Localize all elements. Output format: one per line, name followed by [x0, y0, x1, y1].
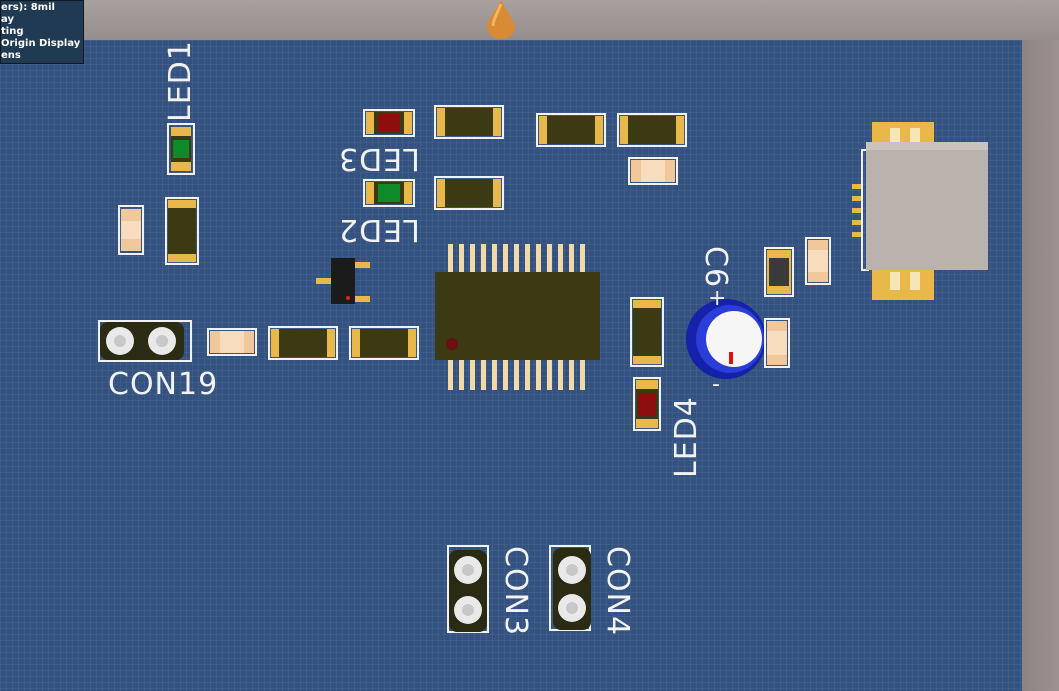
- overlay-line-3: ting: [1, 26, 24, 37]
- c6-plus-marker: +: [708, 286, 728, 311]
- resistor-right-vertical[interactable]: [630, 297, 664, 367]
- con3-designator: CON3: [498, 546, 533, 637]
- led4-component[interactable]: [633, 377, 661, 431]
- origin-marker-icon: [487, 0, 515, 39]
- overlay-line-2: ay: [1, 14, 14, 25]
- resistor-top-2[interactable]: [434, 176, 504, 210]
- overlay-line-4: Origin Display: [1, 38, 81, 49]
- overlay-line-1: ers): 8mil: [1, 2, 55, 13]
- resistor-bottom-2[interactable]: [349, 326, 419, 360]
- background-right: [1022, 40, 1059, 691]
- background-top: [0, 0, 1059, 40]
- led2-designator: LED2: [338, 212, 420, 247]
- view-info-overlay: ers): 8mil ay ting Origin Display ens: [0, 0, 84, 64]
- usb-connector[interactable]: [852, 122, 988, 300]
- con4-header[interactable]: [549, 545, 591, 631]
- capacitor-right-small-2[interactable]: [764, 318, 790, 368]
- main-ic-ssop[interactable]: [435, 244, 600, 390]
- led1-designator: LED1: [163, 40, 198, 122]
- resistor-top-1[interactable]: [434, 105, 504, 139]
- capacitor-near-con19[interactable]: [207, 328, 257, 356]
- capacitor-right-small-1[interactable]: [805, 237, 831, 285]
- capacitor-top-small[interactable]: [628, 157, 678, 185]
- con3-header[interactable]: [447, 545, 489, 633]
- con19-header[interactable]: [98, 320, 192, 362]
- resistor-top-4[interactable]: [617, 113, 687, 147]
- capacitor-left-small[interactable]: [118, 205, 144, 255]
- led4-designator: LED4: [669, 396, 704, 478]
- c6-electrolytic-capacitor[interactable]: [686, 299, 766, 379]
- transistor-sot23[interactable]: [316, 258, 370, 304]
- c6-designator: C6: [698, 246, 733, 289]
- pcb-board[interactable]: [0, 40, 1022, 691]
- overlay-line-5: ens: [1, 50, 21, 61]
- transistor-right-small[interactable]: [764, 247, 794, 297]
- resistor-top-3[interactable]: [536, 113, 606, 147]
- con19-designator: CON19: [108, 367, 219, 402]
- led1-component[interactable]: [167, 123, 195, 175]
- con4-designator: CON4: [600, 546, 635, 637]
- led3-component[interactable]: [363, 109, 415, 137]
- led2-component[interactable]: [363, 179, 415, 207]
- resistor-left-vertical[interactable]: [165, 197, 199, 265]
- resistor-bottom-1[interactable]: [268, 326, 338, 360]
- led3-designator: LED3: [338, 141, 420, 176]
- c6-minus-marker: -: [712, 372, 721, 397]
